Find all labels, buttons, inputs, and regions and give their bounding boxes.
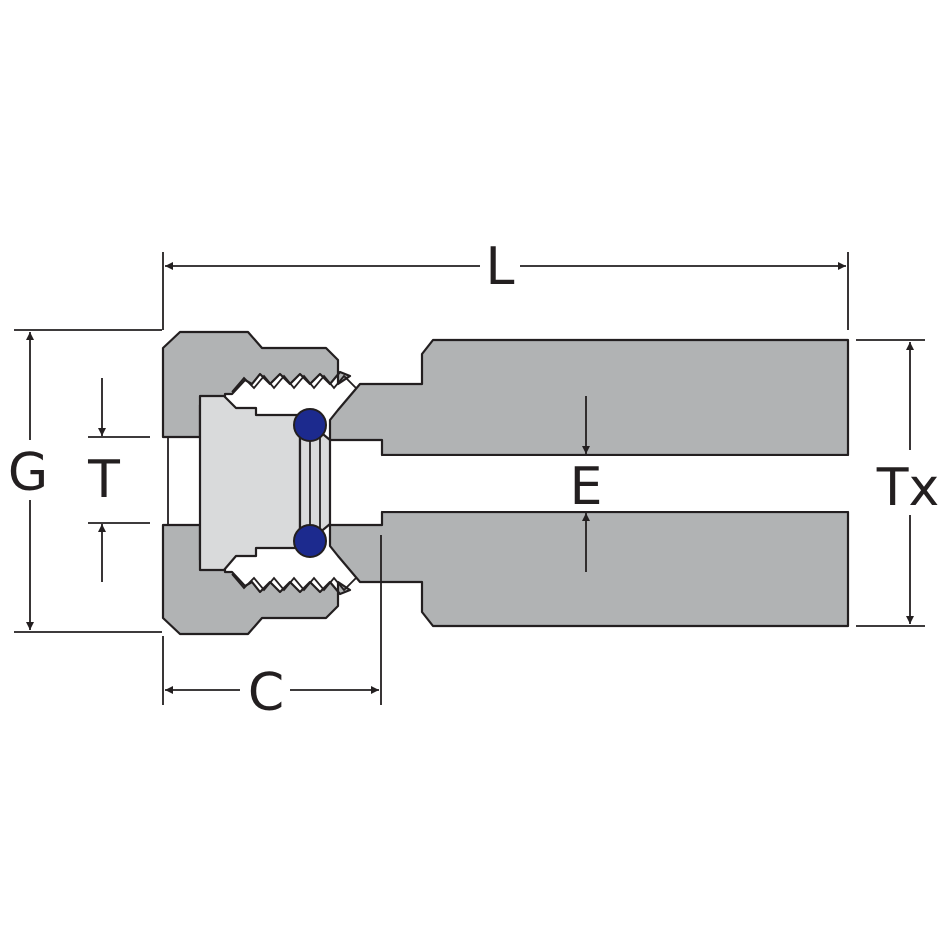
label-L: L xyxy=(486,237,515,297)
label-G: G xyxy=(8,443,48,503)
label-C: C xyxy=(248,663,284,723)
dimension-Tx: Tx xyxy=(856,339,940,627)
thread-upper xyxy=(231,374,357,393)
fitting-body xyxy=(328,338,850,628)
o-ring-upper xyxy=(293,408,327,442)
thread-lower xyxy=(231,573,357,592)
nut-body xyxy=(161,330,352,636)
dimension-L: L xyxy=(162,237,849,330)
gland-sleeve xyxy=(167,394,332,572)
bore xyxy=(382,456,848,511)
dimension-C: C xyxy=(162,535,382,723)
label-Tx: Tx xyxy=(876,458,940,518)
o-ring-lower xyxy=(293,524,327,558)
label-E: E xyxy=(570,457,603,517)
label-T: T xyxy=(87,450,120,510)
dimension-T: T xyxy=(87,378,150,582)
dimension-E: E xyxy=(570,396,603,572)
dimension-G: G xyxy=(8,329,162,633)
